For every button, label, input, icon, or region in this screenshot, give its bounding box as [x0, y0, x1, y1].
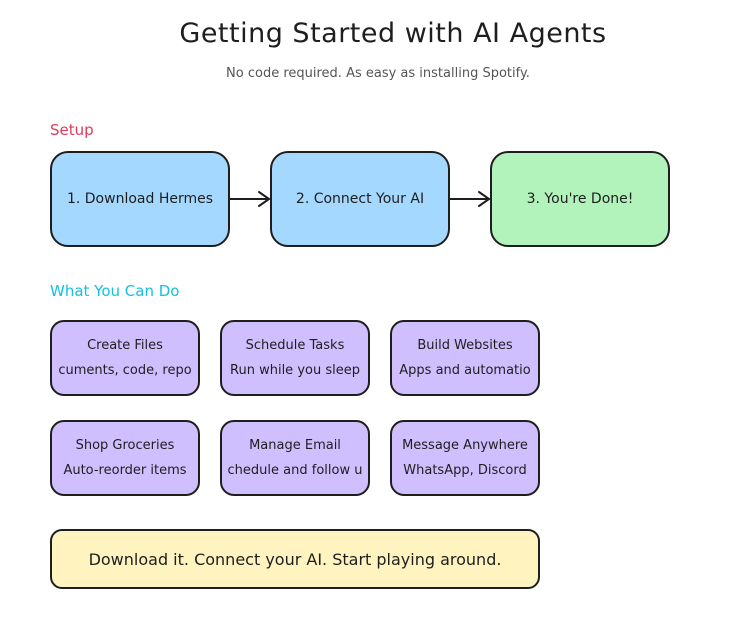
card-title: Schedule Tasks [245, 338, 345, 353]
card-message-anywhere: Message Anywhere WhatsApp, Discord [390, 420, 540, 496]
step-label: 1. Download Hermes [66, 191, 214, 207]
card-schedule-tasks: Schedule Tasks Run while you sleep [220, 320, 370, 396]
card-title: Build Websites [417, 338, 513, 353]
card-subtitle: WhatsApp, Discord [403, 463, 527, 478]
card-title: Shop Groceries [75, 438, 175, 453]
arrow-right-icon [228, 191, 270, 207]
step-label: 3. You're Done! [526, 191, 634, 207]
card-subtitle: cuments, code, repo [58, 363, 192, 378]
card-subtitle: Auto-reorder items [63, 463, 187, 478]
page-subtitle: No code required. As easy as installing … [226, 66, 530, 81]
card-subtitle: Apps and automatio [399, 363, 531, 378]
card-title: Create Files [87, 338, 163, 353]
card-create-files: Create Files cuments, code, repo [50, 320, 200, 396]
card-shop-groceries: Shop Groceries Auto-reorder items [50, 420, 200, 496]
card-title: Manage Email [249, 438, 341, 453]
arrow-right-icon [448, 191, 490, 207]
call-to-action-text: Download it. Connect your AI. Start play… [88, 549, 502, 569]
section-label-setup: Setup [50, 121, 94, 139]
step-connect-ai: 2. Connect Your AI [270, 151, 450, 247]
card-subtitle: Run while you sleep [230, 363, 360, 378]
page-title: Getting Started with AI Agents [179, 18, 607, 49]
card-subtitle: chedule and follow u [227, 463, 363, 478]
step-done: 3. You're Done! [490, 151, 670, 247]
step-label: 2. Connect Your AI [295, 191, 425, 207]
call-to-action-banner: Download it. Connect your AI. Start play… [50, 529, 540, 589]
card-title: Message Anywhere [402, 438, 528, 453]
card-build-websites: Build Websites Apps and automatio [390, 320, 540, 396]
step-download-hermes: 1. Download Hermes [50, 151, 230, 247]
card-manage-email: Manage Email chedule and follow u [220, 420, 370, 496]
section-label-what-you-can-do: What You Can Do [50, 282, 180, 300]
